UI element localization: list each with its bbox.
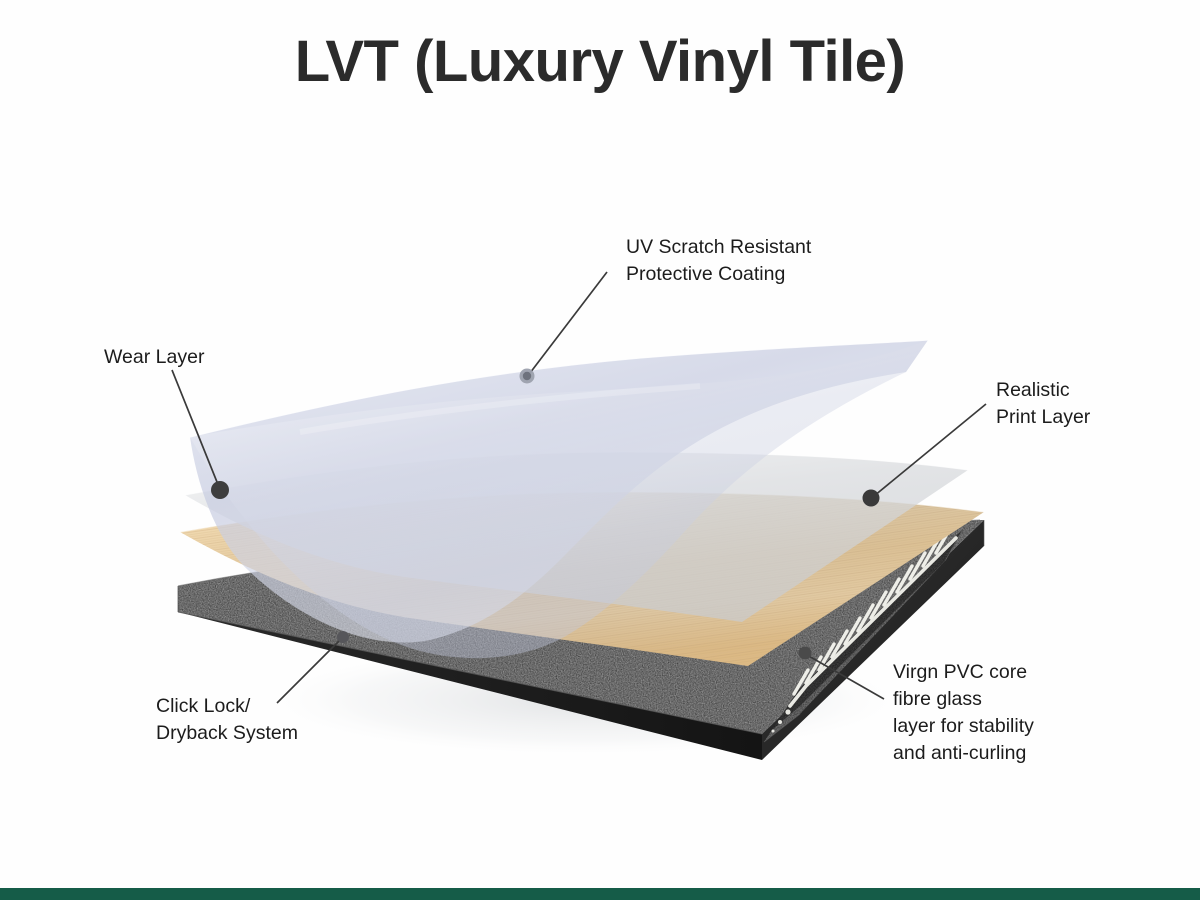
leader-dot-print — [862, 489, 880, 507]
fibreglass-cutaway — [764, 525, 965, 742]
leader-dot-uv-core — [522, 371, 532, 381]
label-uv-protective-coating: UV Scratch Resistant Protective Coating — [626, 236, 812, 285]
leader-dot-core — [798, 646, 812, 660]
label-click-lock-dryback: Click Lock/ Dryback System — [156, 695, 298, 744]
uv-coating-sweep — [190, 340, 928, 659]
leader-dot-clicklock — [337, 631, 349, 643]
uv-coating-sheet — [189, 339, 929, 659]
label-print-layer: Realistic Print Layer — [996, 379, 1091, 428]
uv-coating-top-edge — [189, 339, 929, 438]
leader-line-print — [873, 403, 987, 497]
leader-line-clicklock — [276, 638, 342, 704]
label-pvc-core: Virgn PVC core fibre glass layer for sta… — [893, 661, 1034, 764]
fibreglass-strands — [792, 525, 953, 696]
leader-line-wear — [171, 369, 220, 488]
leader-dot-wear — [211, 481, 229, 499]
core-cut-edge-light — [763, 713, 801, 743]
page-title: LVT (Luxury Vinyl Tile) — [294, 29, 906, 94]
bottom-accent-bar — [0, 888, 1200, 900]
leader-line-uv — [529, 271, 608, 374]
leader-line-core — [806, 654, 885, 700]
fibreglass-spine — [788, 536, 958, 708]
core-right-face — [762, 520, 984, 760]
label-wear-layer: Wear Layer — [104, 346, 205, 368]
leader-dots — [211, 368, 880, 660]
leader-lines — [171, 271, 987, 704]
core-front-highlight — [177, 611, 763, 735]
fibreglass-fragments — [771, 709, 791, 733]
uv-coating-specular — [299, 383, 701, 435]
